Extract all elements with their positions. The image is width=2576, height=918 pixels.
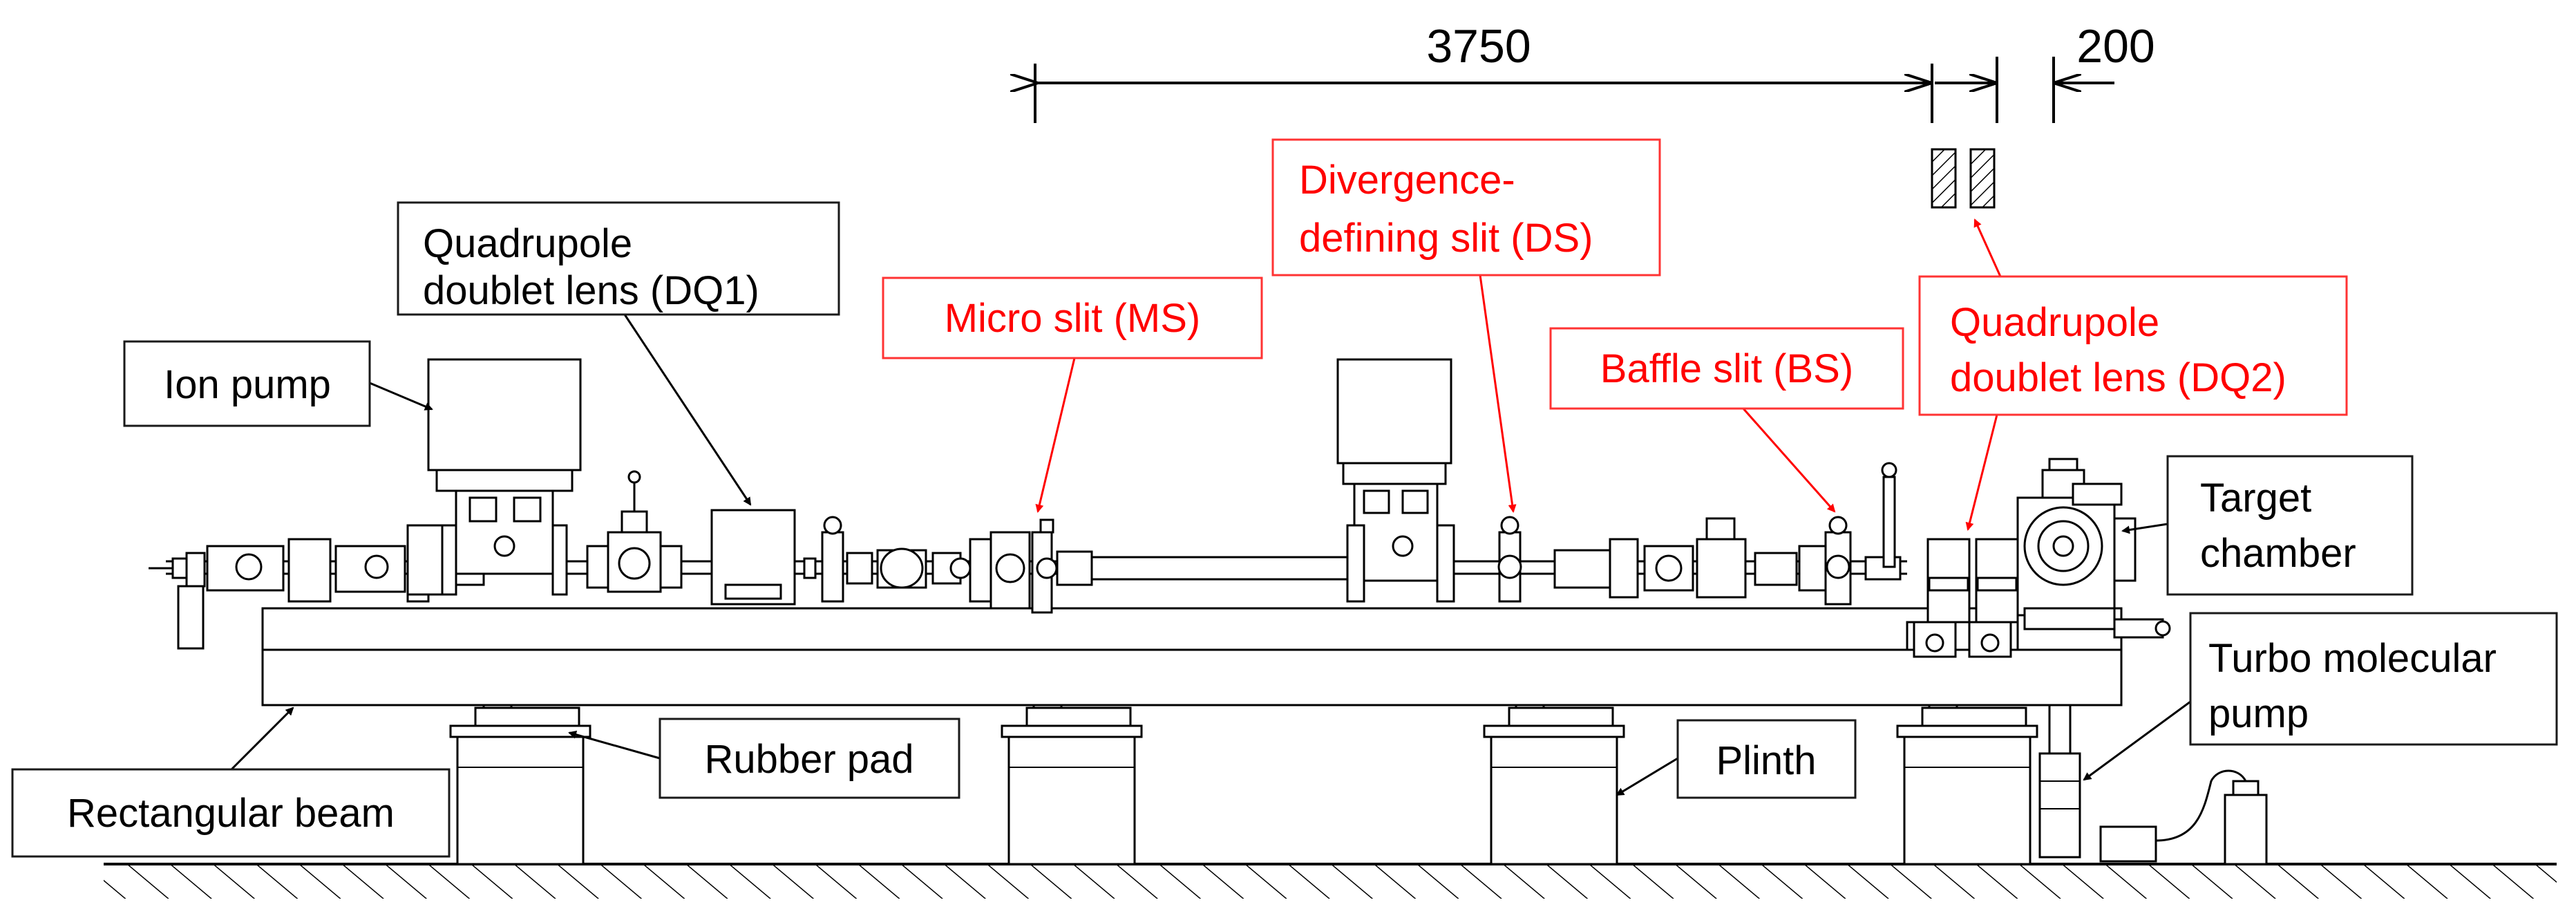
dq1-text-line2: doublet lens (DQ1) xyxy=(423,268,759,313)
turbo-text-line1: Turbo molecular xyxy=(2208,636,2497,681)
target-chamber xyxy=(2016,458,2171,639)
leader-arrows-black xyxy=(230,314,2191,796)
label-turbo-pump: Turbo molecular pump xyxy=(2189,612,2558,746)
label-dq1: Quadrupole doublet lens (DQ1) xyxy=(397,201,840,316)
dq1-text-line1: Quadrupole xyxy=(423,221,632,266)
dimension-small-text: 200 xyxy=(2076,20,2154,73)
components-mid-right xyxy=(1553,517,1835,599)
ds-text-line2: defining slit (DS) xyxy=(1299,216,1593,261)
dq2-lens-symbols xyxy=(1931,148,1996,209)
label-rubber-pad: Rubber pad xyxy=(659,718,960,799)
valve-1 xyxy=(586,470,683,593)
ion-pump-right xyxy=(1336,358,1455,603)
rectangular-beam xyxy=(261,607,2123,706)
target-text-line1: Target xyxy=(2200,476,2311,521)
dimension-3750: 3750 xyxy=(1035,20,1933,123)
dimension-main-text: 3750 xyxy=(1426,20,1531,73)
dq2-handle xyxy=(1881,462,1897,568)
label-baffle-slit: Baffle slit (BS) xyxy=(1549,327,1904,410)
micro-slit-text: Micro slit (MS) xyxy=(945,296,1201,341)
plinth-4 xyxy=(1896,683,2038,865)
turbo-molecular-pump xyxy=(2038,704,2268,865)
dq1-lens xyxy=(710,509,796,606)
ion-pump-left xyxy=(406,358,582,596)
label-plinth: Plinth xyxy=(1676,719,1857,799)
micro-slit-assembly xyxy=(969,518,1093,614)
ds-text-line1: Divergence- xyxy=(1299,158,1515,203)
label-target-chamber: Target chamber xyxy=(2166,455,2414,596)
pipe-long xyxy=(1090,556,1349,581)
leader-arrows-red xyxy=(1035,218,2002,531)
baffle-slit-text: Baffle slit (BS) xyxy=(1600,346,1853,391)
label-rectangular-beam: Rectangular beam xyxy=(11,768,451,858)
label-micro-slit: Micro slit (MS) xyxy=(882,277,1263,359)
dq2-assembly xyxy=(1906,538,2019,658)
label-dq2: Quadrupole doublet lens (DQ2) xyxy=(1918,275,2348,416)
plinth-1 xyxy=(449,683,591,865)
plinth-2 xyxy=(1001,683,1143,865)
target-text-line2: chamber xyxy=(2200,531,2356,576)
plinth-3 xyxy=(1483,683,1625,865)
rectangular-beam-text: Rectangular beam xyxy=(67,791,395,836)
plinth-text: Plinth xyxy=(1716,738,1816,783)
ion-pump-text: Ion pump xyxy=(164,362,331,407)
rubber-pad-text: Rubber pad xyxy=(704,737,913,782)
dimension-200: 200 xyxy=(1935,20,2155,123)
turbo-text-line2: pump xyxy=(2208,691,2309,736)
dq2-text-line2: doublet lens (DQ2) xyxy=(1950,355,2286,400)
label-ds: Divergence- defining slit (DS) xyxy=(1271,138,1661,277)
label-ion-pump: Ion pump xyxy=(123,340,371,427)
floor xyxy=(104,863,2557,899)
ds-slit xyxy=(1497,516,1522,603)
dq2-text-line1: Quadrupole xyxy=(1950,300,2159,345)
components-mid-left xyxy=(803,516,972,603)
